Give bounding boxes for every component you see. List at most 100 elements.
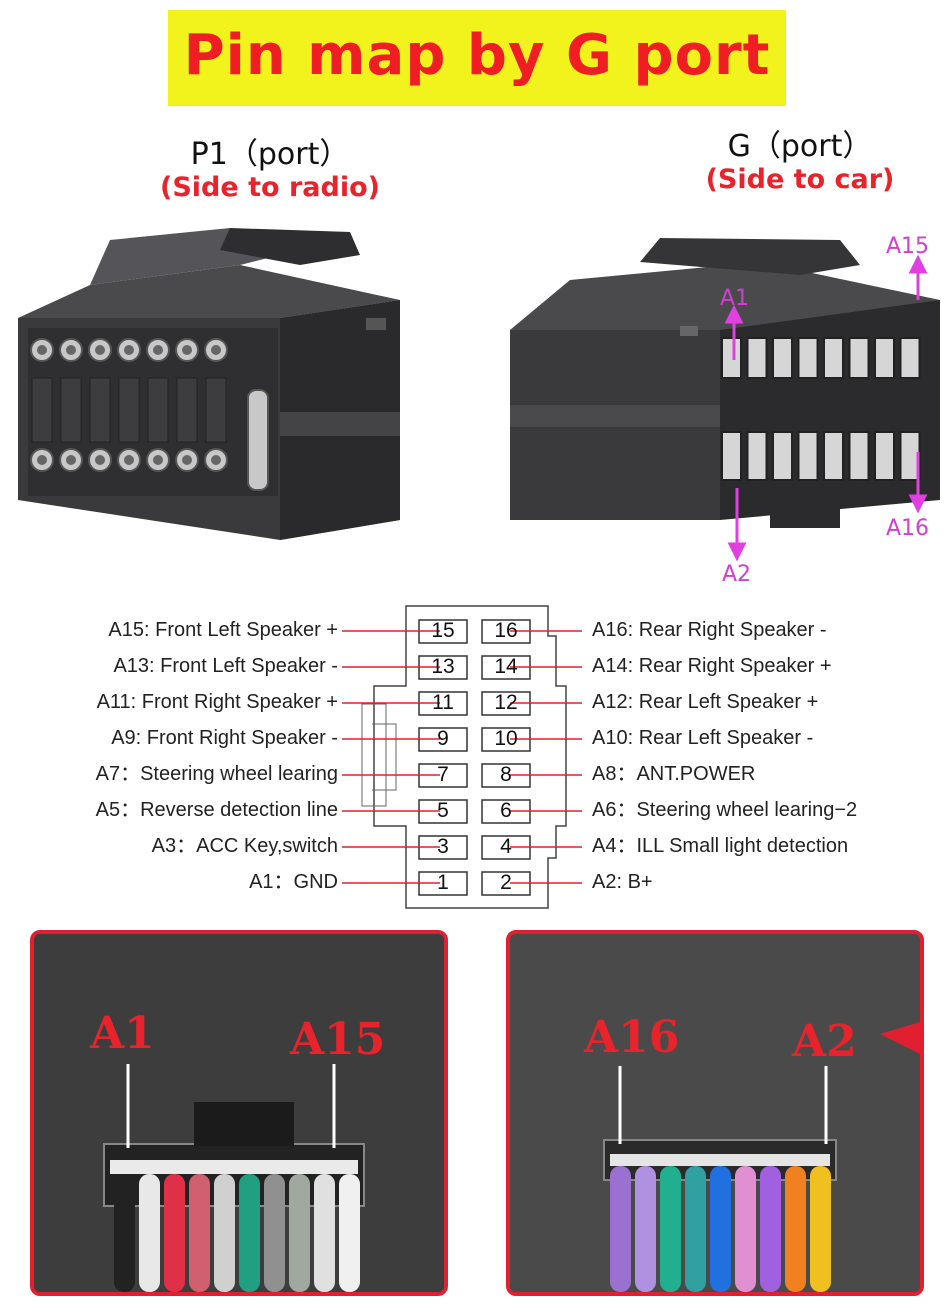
p1-side: (Side to radio) [160,172,380,203]
pin-boxes [418,619,531,896]
pin-label-right: A16: Rear Right Speaker - [592,619,827,641]
pin-label-right: A8：ANT.POWER [592,763,756,785]
g-top-cell [746,337,768,379]
pin-label-left: A15: Front Left Speaker + [108,619,338,641]
pin-label-left: A11: Front Right Speaker + [96,691,338,713]
g-top-cell [797,337,819,379]
wire [760,1166,781,1292]
pin-number-right: 12 [494,691,518,714]
wire [610,1166,631,1292]
g-bottom-cell [721,431,742,481]
wire [660,1166,681,1292]
title-banner: Pin map by G port [168,10,786,106]
arrow-label-a1: A1 [720,286,750,311]
wire [635,1166,656,1292]
pin-label-left: A7：Steering wheel learing [95,763,338,785]
p1-slot [147,377,169,443]
arrow-label-a15: A15 [886,234,930,259]
g-top-cell [721,337,742,379]
pin-leader-lines [342,630,582,884]
pin-number-left: 5 [437,799,449,822]
wire [685,1166,706,1292]
p1-slot [89,377,111,443]
p1-pin-cavities [30,338,269,491]
wire [164,1174,185,1292]
pin-number-left: 11 [432,691,454,714]
g-bottom-cell [874,431,895,481]
photo-p1-harness: A1 A15 [30,930,448,1296]
pin-label-left: A1：GND [249,871,338,893]
pin-label-left: A5：Reverse detection line [95,799,338,821]
g-pin-cells [721,337,921,481]
g-bottom-cell [797,431,819,481]
p1-slot [31,377,53,443]
g-top-cell [848,337,870,379]
pin-label-right: A2: B+ [592,871,653,893]
p1-heading: P1（port） (Side to radio) [150,138,390,204]
g-top-cell [899,337,921,379]
pin-number-right: 16 [494,619,518,642]
g-side: (Side to car) [705,164,895,195]
pin-number-left: 1 [437,871,449,894]
g-name: G（port） [727,129,873,164]
pin-label-left: A3：ACC Key,switch [151,835,338,857]
pin-label-right: A12: Rear Left Speaker + [592,691,819,713]
pin-number-right: 10 [494,727,518,750]
pin-label-left: A13: Front Left Speaker - [113,655,338,677]
arrow-label-a16: A16 [886,516,930,541]
pin-number-left: 3 [437,835,449,858]
pin-label-right: A6：Steering wheel learing−2 [592,799,858,821]
photo-label-a16: A16 [584,1012,680,1063]
p1-slot [176,377,198,443]
g-pin-arrows [724,254,928,562]
pin-number-right: 8 [500,763,512,786]
wire [289,1174,310,1292]
pin-number-left: 7 [437,763,449,786]
photo-g-harness: A16 A2 [506,930,924,1296]
wire [735,1166,756,1292]
p1-key-slot [247,389,269,491]
p1-slot [60,377,82,443]
pin-label-left: A9: Front Right Speaker - [111,727,338,749]
photo-label-a15: A15 [290,1014,386,1065]
wire [239,1174,260,1292]
pin-number-left: 13 [431,655,455,678]
p1-name: P1（port） [190,137,350,172]
wire [785,1166,806,1292]
wire [264,1174,285,1292]
wire [139,1174,160,1292]
pin-number-right: 6 [500,799,512,822]
wire [810,1166,831,1292]
wire [189,1174,210,1292]
connector-illustrations [18,228,940,562]
photo-label-a2: A2 [792,1016,857,1067]
pin-number-right: 14 [494,655,518,678]
pin-number-left: 9 [437,727,449,750]
p1-harness-photo-art [34,934,444,1292]
p1-slot [205,377,227,443]
wire [114,1174,135,1292]
pin-label-right: A4：ILL Small light detection [592,835,849,857]
g-bottom-cell [823,431,844,481]
wire [314,1174,335,1292]
pinmap-diagram [342,605,582,909]
page-title: Pin map by G port [183,23,771,88]
pin-number-right: 4 [500,835,512,858]
wire [214,1174,235,1292]
pin-number-right: 2 [500,871,512,894]
g-heading: G（port） (Side to car) [680,130,920,196]
pin-label-right: A14: Rear Right Speaker + [592,655,832,677]
pin-number-left: 15 [431,619,455,642]
wire [339,1174,360,1292]
wire [710,1166,731,1292]
g-top-cell [823,337,844,379]
g-top-cell [874,337,895,379]
g-top-cell [772,337,793,379]
p1-slot [118,377,140,443]
g-bottom-cell [772,431,793,481]
g-bottom-cell [848,431,870,481]
g-harness-photo-art [510,934,920,1292]
photo-label-a1: A1 [90,1008,155,1059]
g-bottom-cell [746,431,768,481]
pin-label-right: A10: Rear Left Speaker - [592,727,814,749]
